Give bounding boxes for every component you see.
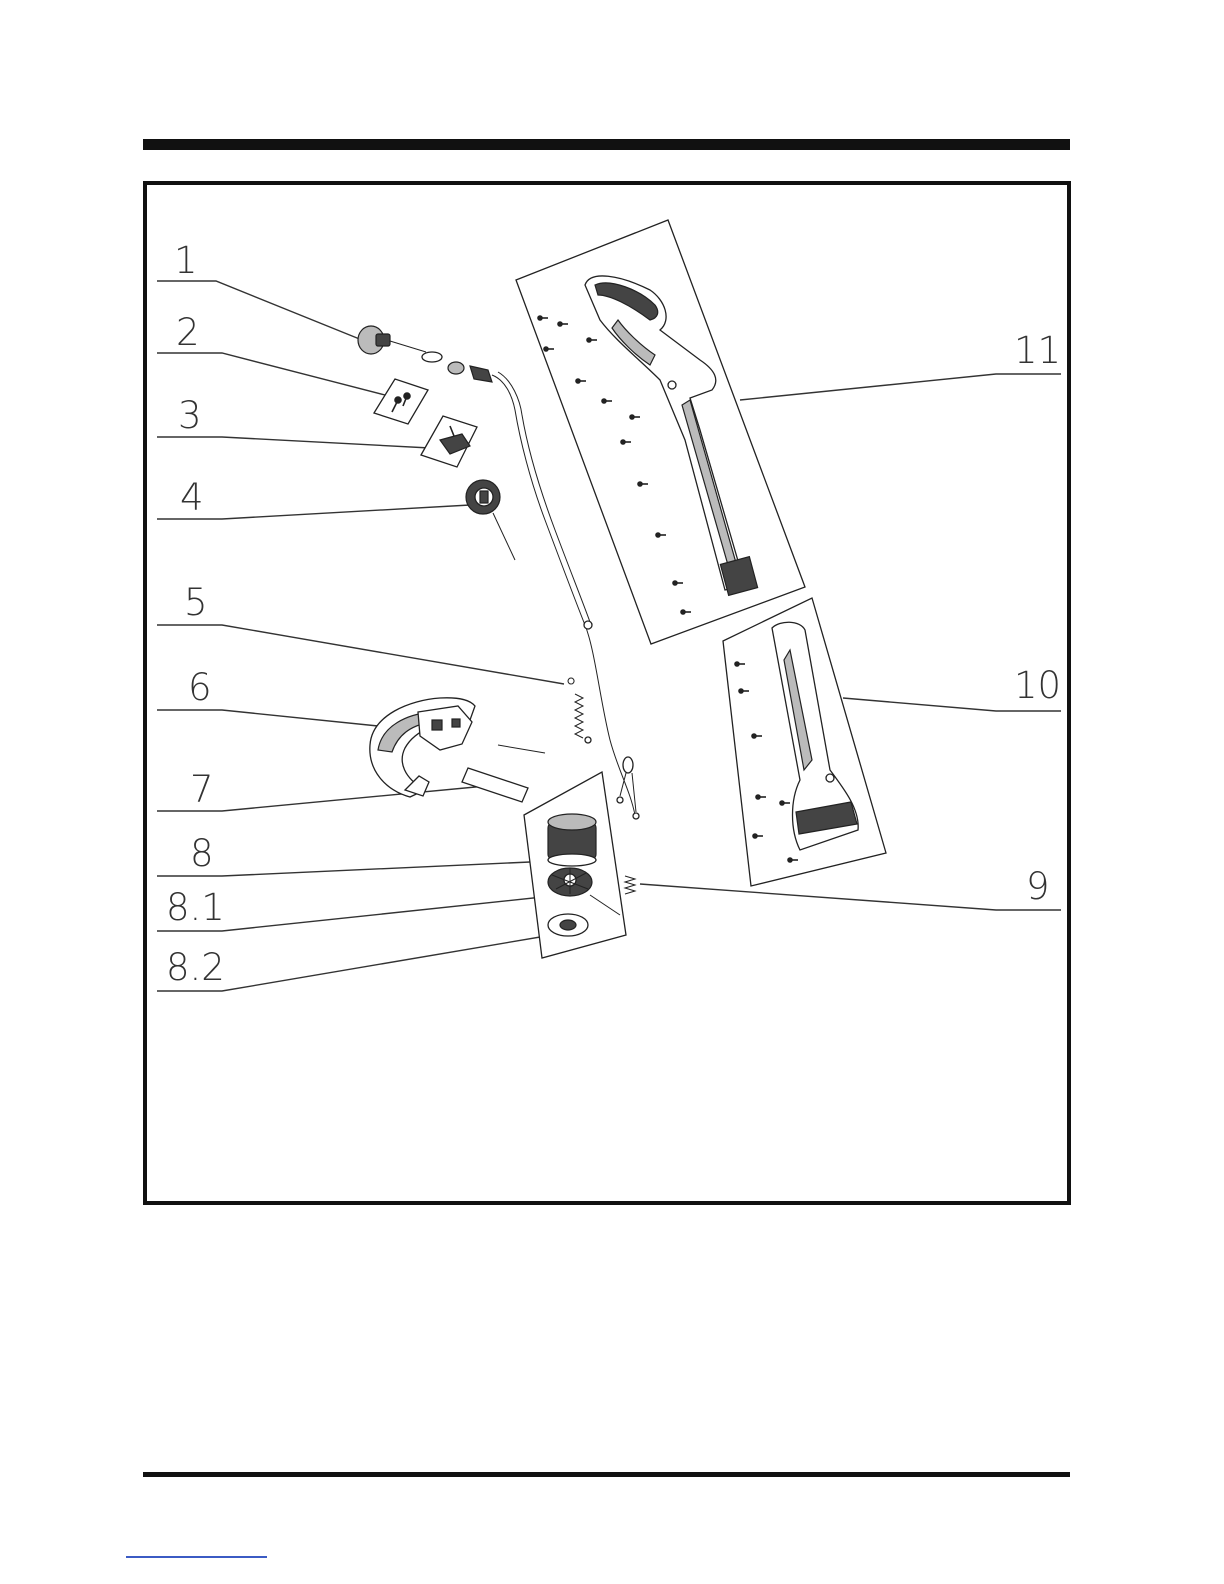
- callout-5: 5: [157, 581, 564, 684]
- part-2-fastener-kit: [374, 379, 428, 424]
- callout-2: 2: [157, 311, 385, 395]
- callout-9: 9: [640, 865, 1061, 910]
- callout-label-3: 3: [178, 394, 202, 437]
- callout-8-1: 8.1: [157, 886, 552, 931]
- callout-10: 10: [843, 664, 1061, 711]
- callout-6: 6: [157, 666, 378, 726]
- footer-rule: [143, 1472, 1070, 1477]
- leader-line-9: [640, 884, 1061, 910]
- callout-label-10: 10: [1014, 664, 1061, 707]
- part-9-spring: [625, 876, 635, 894]
- callout-label-2: 2: [176, 311, 200, 354]
- part-5-spring: [568, 678, 591, 743]
- leader-line-6: [157, 710, 378, 726]
- callout-label-6: 6: [188, 666, 212, 709]
- part-7-line-strip: [462, 745, 545, 802]
- callout-7: 7: [157, 768, 486, 811]
- leader-line-3: [157, 437, 430, 448]
- callout-label-11: 11: [1014, 329, 1061, 372]
- callout-4: 4: [157, 476, 470, 519]
- callout-label-8-1: 8.1: [166, 886, 225, 929]
- leader-line-4: [157, 505, 470, 519]
- callout-8-2: 8.2: [157, 935, 552, 991]
- callout-label-8: 8: [190, 832, 214, 875]
- callout-8: 8: [157, 832, 530, 876]
- callout-label-9: 9: [1026, 865, 1050, 908]
- callout-label-5: 5: [184, 581, 208, 624]
- callout-label-4: 4: [180, 476, 204, 519]
- part-10-lower-housing: [723, 598, 886, 886]
- part-11-upper-handle: [516, 220, 805, 644]
- part-8-motor-assembly: [524, 772, 626, 958]
- part-4-cord-retainer: [466, 480, 515, 560]
- leader-line-5: [157, 625, 564, 684]
- callout-label-8-2: 8.2: [166, 946, 225, 989]
- leader-line-11: [740, 374, 1061, 400]
- part-3-switch: [421, 416, 477, 467]
- leader-line-2: [157, 353, 385, 395]
- callout-label-7: 7: [190, 768, 214, 811]
- callout-11: 11: [740, 329, 1061, 400]
- callout-label-1: 1: [174, 239, 198, 282]
- footer-link-underline[interactable]: [126, 1556, 267, 1558]
- part-6-guard: [370, 698, 475, 797]
